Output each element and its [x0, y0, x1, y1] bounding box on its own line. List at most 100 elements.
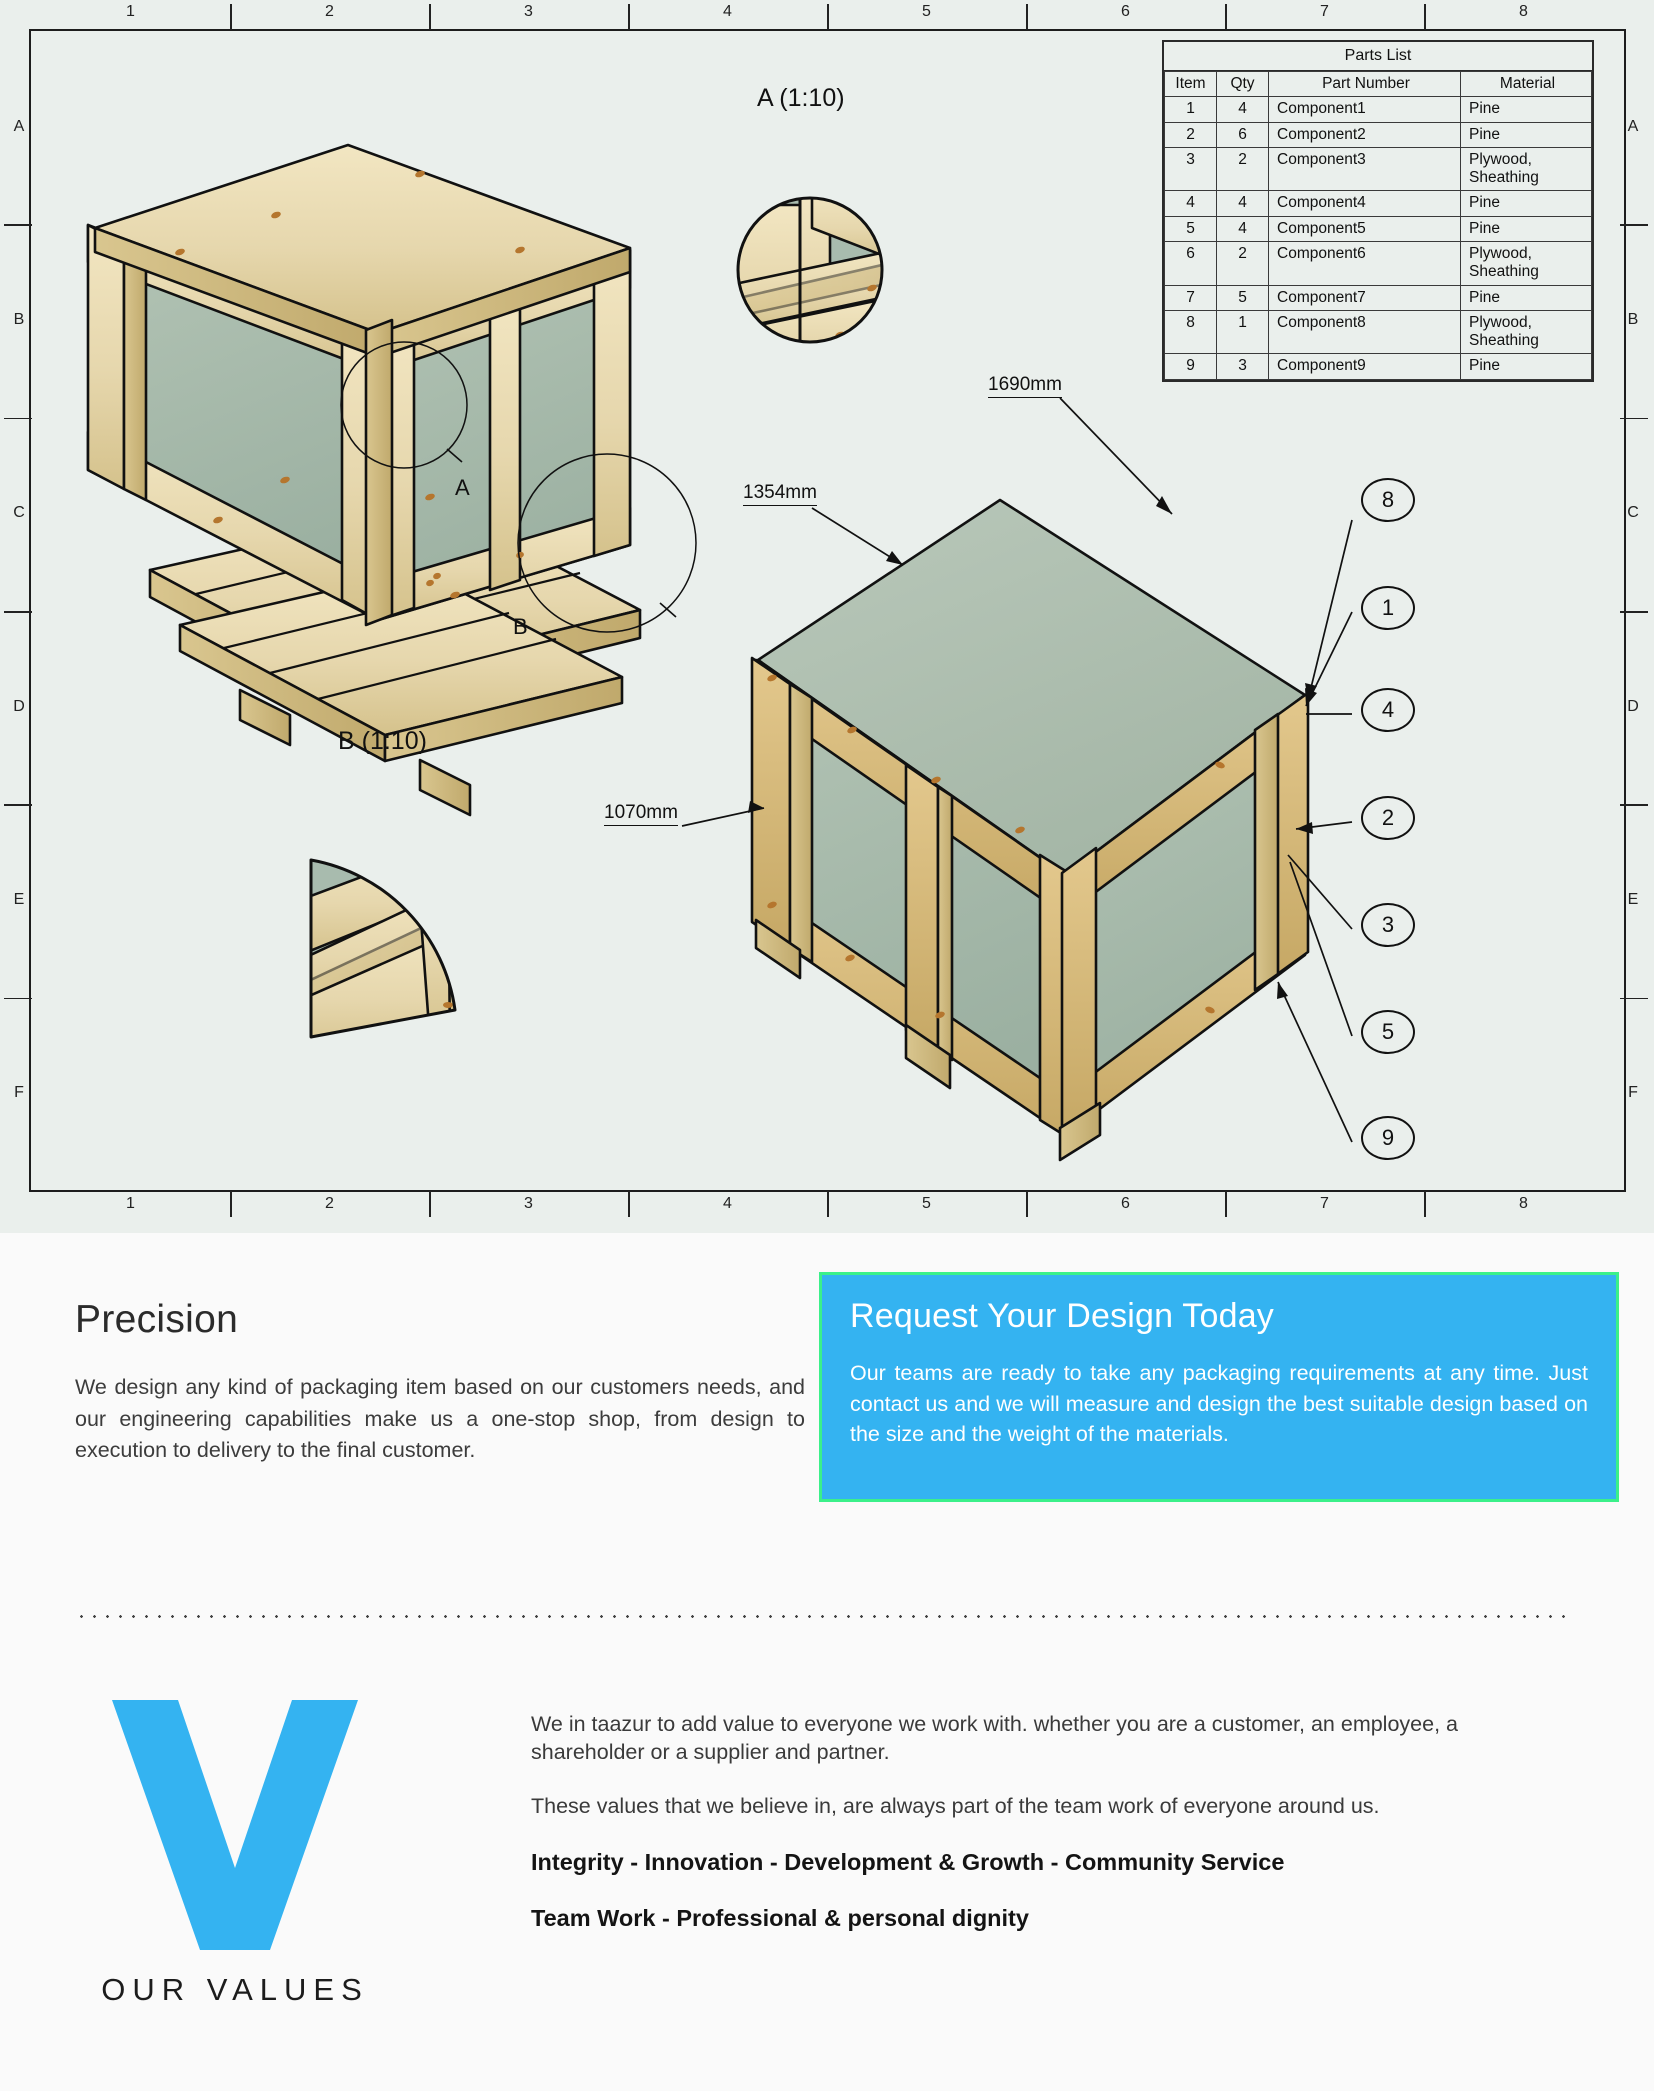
ruler-row-letter: C	[1627, 504, 1639, 522]
parts-list-cell-item: 2	[1164, 121, 1217, 148]
parts-list-cell-part: Component4	[1268, 190, 1461, 217]
ruler-row-letter: F	[14, 1084, 24, 1102]
precision-title: Precision	[75, 1298, 239, 1341]
ruler-tick	[1424, 4, 1426, 30]
ruler-tick	[1225, 4, 1227, 30]
parts-list-cell-part: Component1	[1268, 96, 1461, 123]
balloon-callout: 1	[1361, 586, 1415, 630]
cta-body: Our teams are ready to take any packagin…	[850, 1361, 1588, 1447]
ruler-row-letter: D	[1627, 697, 1639, 715]
values-paragraph-2: These values that we believe in, are alw…	[531, 1793, 1380, 1818]
parts-list-cell-qty: 5	[1216, 284, 1269, 311]
ruler-column-number: 6	[1121, 3, 1130, 20]
ruler-tick	[4, 224, 32, 226]
parts-list-cell-material: Pine	[1460, 190, 1592, 217]
parts-list-cell-part: Component3	[1268, 146, 1461, 192]
cta-title: Request Your Design Today	[850, 1297, 1275, 1335]
parts-list-col-item: Item	[1164, 70, 1217, 98]
parts-list-cell-part: Component9	[1268, 353, 1461, 380]
ruler-row-letter: A	[1627, 117, 1639, 135]
parts-list-cell-part: Component7	[1268, 284, 1461, 311]
our-values-text-block: We in taazur to add value to everyone we…	[531, 1711, 1541, 1960]
ruler-column-number: 7	[1320, 1195, 1329, 1212]
dimension-label-1690mm: 1690mm	[988, 374, 1062, 398]
balloon-callout: 9	[1361, 1116, 1415, 1160]
parts-list-cell-item: 9	[1164, 353, 1217, 380]
detail-tag-b: B	[513, 614, 528, 639]
detail-view-b-title: B (1:10)	[338, 727, 427, 755]
parts-list-cell-qty: 2	[1216, 240, 1269, 286]
request-design-callout[interactable]: Request Your Design Today Our teams are …	[819, 1272, 1619, 1502]
balloon-callout: 2	[1361, 796, 1415, 840]
ruler-column-number: 5	[922, 3, 931, 20]
parts-list-cell-item: 6	[1164, 240, 1217, 286]
ruler-column-number: 8	[1519, 3, 1528, 20]
parts-list-cell-material: Plywood, Sheathing	[1460, 146, 1592, 192]
parts-list-cell-part: Component6	[1268, 240, 1461, 286]
parts-list-cell-part: Component8	[1268, 309, 1461, 355]
ruler-row-letter: A	[13, 117, 25, 135]
parts-list-cell-qty: 1	[1216, 309, 1269, 355]
parts-list-cell-item: 3	[1164, 146, 1217, 192]
ruler-column-number: 3	[524, 1195, 533, 1212]
parts-list-cell-item: 7	[1164, 284, 1217, 311]
ruler-tick	[628, 4, 630, 30]
ruler-tick	[1026, 4, 1028, 30]
ruler-tick	[1026, 1191, 1028, 1217]
detail-view-a-title: A (1:10)	[757, 84, 845, 112]
ruler-column-number: 5	[922, 1195, 931, 1212]
ruler-column-number: 6	[1121, 1195, 1130, 1212]
values-bold-line-2: Team Work - Professional & personal dign…	[531, 1905, 1029, 1932]
dotted-divider	[75, 1615, 1575, 1618]
ruler-column-number: 2	[325, 1195, 334, 1212]
ruler-tick	[1620, 611, 1648, 613]
ruler-tick	[1620, 224, 1648, 226]
parts-list-cell-item: 5	[1164, 215, 1217, 242]
parts-list-cell-material: Pine	[1460, 215, 1592, 242]
parts-list-cell-material: Plywood, Sheathing	[1460, 309, 1592, 355]
parts-list-cell-qty: 4	[1216, 215, 1269, 242]
values-paragraph-1: We in taazur to add value to everyone we…	[531, 1712, 1458, 1764]
parts-list-cell-material: Pine	[1460, 96, 1592, 123]
parts-list-cell-item: 8	[1164, 309, 1217, 355]
ruler-row-letter: E	[13, 891, 25, 908]
parts-list-col-part-number: Part Number	[1268, 70, 1461, 98]
ruler-tick	[628, 1191, 630, 1217]
parts-list-cell-material: Pine	[1460, 353, 1592, 380]
ruler-column-number: 7	[1320, 3, 1329, 20]
parts-list-col-material: Material	[1460, 70, 1592, 98]
ruler-tick	[4, 417, 32, 420]
parts-list-cell-material: Pine	[1460, 284, 1592, 311]
ruler-tick	[1620, 997, 1648, 1000]
detail-tag-a: A	[455, 475, 470, 500]
precision-body: We design any kind of packaging item bas…	[75, 1375, 805, 1463]
ruler-column-number: 3	[524, 3, 533, 20]
ruler-column-number: 1	[126, 3, 135, 20]
ruler-tick	[1225, 1191, 1227, 1217]
crate-drawing-graphics	[86, 143, 1353, 1162]
ruler-tick	[1424, 1191, 1426, 1217]
parts-list-table: Parts List Item Qty Part Number Material…	[1162, 40, 1594, 382]
ruler-tick	[827, 4, 829, 30]
parts-list-cell-qty: 4	[1216, 190, 1269, 217]
ruler-row-letter: D	[13, 697, 25, 715]
parts-list-cell-qty: 4	[1216, 96, 1269, 123]
parts-list-cell-qty: 2	[1216, 146, 1269, 192]
ruler-row-letter: B	[1627, 311, 1639, 328]
ruler-column-number: 2	[325, 3, 334, 20]
ruler-tick	[230, 1191, 232, 1217]
ruler-tick	[4, 804, 32, 806]
balloon-callout: 5	[1361, 1010, 1415, 1054]
parts-list-cell-qty: 3	[1216, 353, 1269, 380]
parts-list-cell-item: 4	[1164, 190, 1217, 217]
